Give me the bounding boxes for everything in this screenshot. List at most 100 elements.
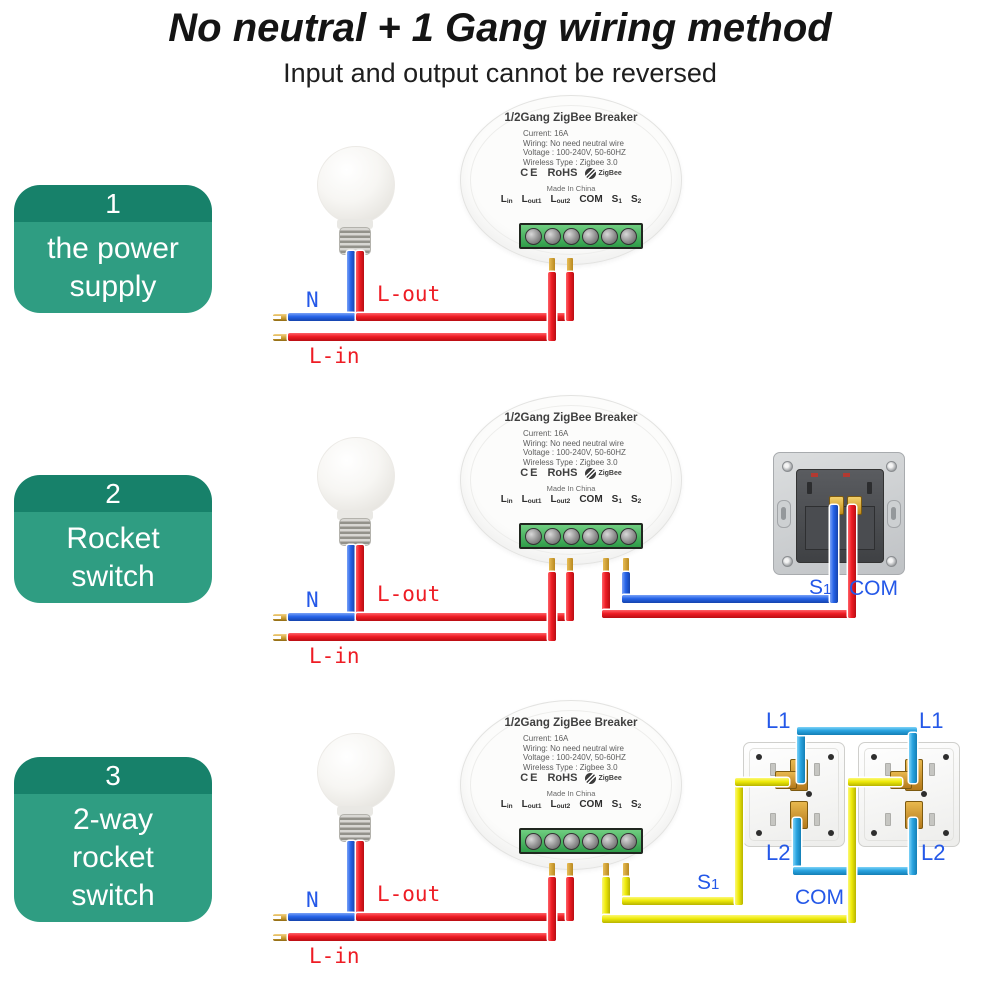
step-label: Rocket switch	[66, 521, 160, 593]
plate-slot-icon	[929, 763, 935, 776]
breaker-made-in: Made In China	[546, 789, 596, 798]
breaker-pin-s1	[623, 863, 629, 881]
breaker-pin-s1	[623, 558, 629, 576]
terminal-sub: 1	[618, 198, 622, 205]
wire-l1	[797, 727, 917, 735]
breaker-spec-line: Current: 16A	[523, 429, 569, 438]
zigbee-logo-icon	[585, 167, 597, 179]
terminal-sub: in	[506, 803, 513, 810]
terminal-screw-icon	[544, 227, 561, 245]
screw-dot-icon	[806, 791, 812, 797]
wire-lout-bulb	[356, 545, 364, 621]
terminal-base: L	[550, 194, 557, 205]
wire-com-breaker	[602, 572, 610, 618]
wire-l2-switch2	[909, 818, 917, 875]
step-badge-body: 2-way rocket switch	[14, 794, 212, 922]
terminal-label-lout2: Lout2	[550, 494, 570, 505]
terminal-base: COM	[579, 494, 603, 505]
mount-slot-icon	[777, 500, 791, 528]
breaker-inner-ring	[470, 405, 672, 555]
zigbee-logo: ZigBee	[585, 772, 622, 784]
step-badge-3: 3 2-way rocket switch	[14, 757, 212, 922]
breaker-specs: Current: 16A Wiring: No need neutral wir…	[523, 129, 626, 167]
terminal-sub: 2	[637, 498, 642, 505]
label-neutral: N	[306, 888, 319, 912]
light-bulb	[317, 146, 395, 260]
zigbee-logo-icon	[585, 772, 597, 784]
terminal-base: L	[521, 194, 528, 205]
wire-lin	[288, 633, 556, 641]
wire-end-pin-n	[273, 314, 293, 321]
zigbee-logo-text: ZigBee	[598, 169, 622, 177]
switch-mechanism	[796, 469, 884, 563]
breaker-terminal-block	[519, 523, 643, 549]
terminal-screw-icon	[525, 832, 542, 850]
bulb-neck	[337, 219, 373, 229]
terminal-sub: out2	[556, 498, 571, 505]
step-badge-body: Rocket switch	[14, 512, 212, 603]
screw-dot-icon	[756, 754, 762, 760]
wire-lin-breaker	[548, 572, 556, 641]
screw-dot-icon	[943, 830, 949, 836]
breaker-spec-line: Wireless Type : Zigbee 3.0	[523, 157, 618, 167]
terminal-screw-icon	[601, 527, 618, 545]
terminal-base: COM	[579, 799, 603, 810]
wire-end-pin-lin	[273, 634, 293, 641]
wire-lout-bulb	[356, 251, 364, 321]
step-number: 2	[14, 475, 212, 512]
label-l2-right: L2	[921, 840, 946, 865]
label-s1: S1	[809, 576, 831, 600]
terminal-screw-icon	[525, 527, 542, 545]
step-badge-1: 1 the power supply	[14, 185, 212, 313]
wire-neutral	[288, 613, 355, 621]
ce-mark-icon: CE	[520, 467, 540, 479]
wire-neutral	[288, 913, 355, 921]
wire-end-pin-lin	[273, 334, 293, 341]
breaker-title: 1/2Gang ZigBee Breaker	[504, 112, 638, 124]
wire-l2-switch1	[793, 818, 801, 875]
zigbee-breaker-device: 1/2Gang ZigBee Breaker Current: 16A Wiri…	[460, 95, 682, 265]
wire-neutral-bulb	[347, 251, 355, 321]
rohs-mark: RoHS	[547, 167, 578, 179]
bulb-tip	[348, 842, 362, 847]
breaker-cert-row: CE RoHS ZigBee	[461, 467, 681, 479]
label-lin: L-in	[309, 944, 360, 968]
page-subtitle: Input and output cannot be reversed	[283, 58, 717, 88]
bulb-glass	[317, 733, 395, 811]
wire-s1	[622, 595, 838, 603]
terminal-label-s1: S1	[612, 494, 622, 505]
terminal-label-lout1: Lout1	[522, 799, 542, 810]
rohs-mark: RoHS	[547, 467, 578, 479]
wire-com-to-switch2	[848, 778, 902, 786]
light-bulb	[317, 733, 395, 847]
wire-com	[602, 610, 856, 618]
terminal-label-s2: S2	[631, 799, 641, 810]
breaker-spec-line: Voltage : 100-240V, 50-60HZ	[523, 753, 626, 763]
label-lout: L-out	[377, 582, 441, 606]
wire-s1-breaker	[622, 572, 630, 603]
label-s1-base: S	[809, 576, 824, 599]
terminal-base: L	[521, 494, 528, 505]
terminal-screw-icon	[563, 227, 580, 245]
label-neutral: N	[306, 288, 319, 312]
label-s1: S1	[697, 871, 719, 895]
label-lin: L-in	[309, 644, 360, 668]
wire-lin	[288, 933, 556, 941]
terminal-label-s1: S1	[612, 194, 622, 205]
terminal-label-lin: Lin	[501, 194, 513, 205]
breaker-cert-row: CE RoHS ZigBee	[461, 167, 681, 179]
terminal-label-lout1: Lout1	[522, 494, 542, 505]
breaker-spec-line: Wiring: No need neutral wire	[523, 438, 624, 448]
terminal-label-s2: S2	[631, 494, 641, 505]
breaker-title: 1/2Gang ZigBee Breaker	[504, 412, 638, 424]
label-s1-sub: 1	[711, 876, 720, 893]
step-number: 3	[14, 757, 212, 794]
plate-slot-icon	[929, 813, 935, 826]
ce-mark-icon: CE	[520, 167, 540, 179]
label-lin: L-in	[309, 344, 360, 368]
bulb-neck	[337, 510, 373, 520]
plate-slot-icon	[814, 763, 820, 776]
wire-neutral-bulb	[347, 841, 355, 921]
breaker-cert-row: CE RoHS ZigBee	[461, 772, 681, 784]
